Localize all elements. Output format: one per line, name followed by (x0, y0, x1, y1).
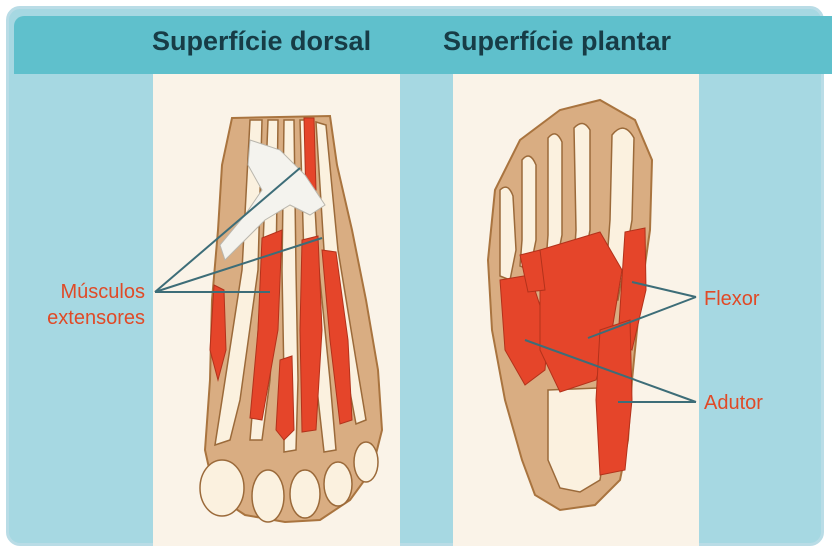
dorsal-foot-illustration (155, 116, 382, 522)
dorsal-toe-3 (290, 470, 320, 518)
label-extensores: extensores (45, 305, 145, 331)
label-flexor: Flexor (704, 286, 760, 312)
dorsal-toe-5 (354, 442, 378, 482)
dorsal-toe-1 (200, 460, 244, 516)
dorsal-toe-2 (252, 470, 284, 522)
plantar-muscle-lateral (596, 320, 632, 475)
label-adutor: Adutor (704, 390, 763, 416)
label-musculos: Músculos (45, 279, 145, 305)
plantar-foot-illustration (488, 100, 696, 510)
dorsal-toe-4 (324, 462, 352, 506)
label-musculos-extensores: Músculos extensores (45, 279, 145, 331)
